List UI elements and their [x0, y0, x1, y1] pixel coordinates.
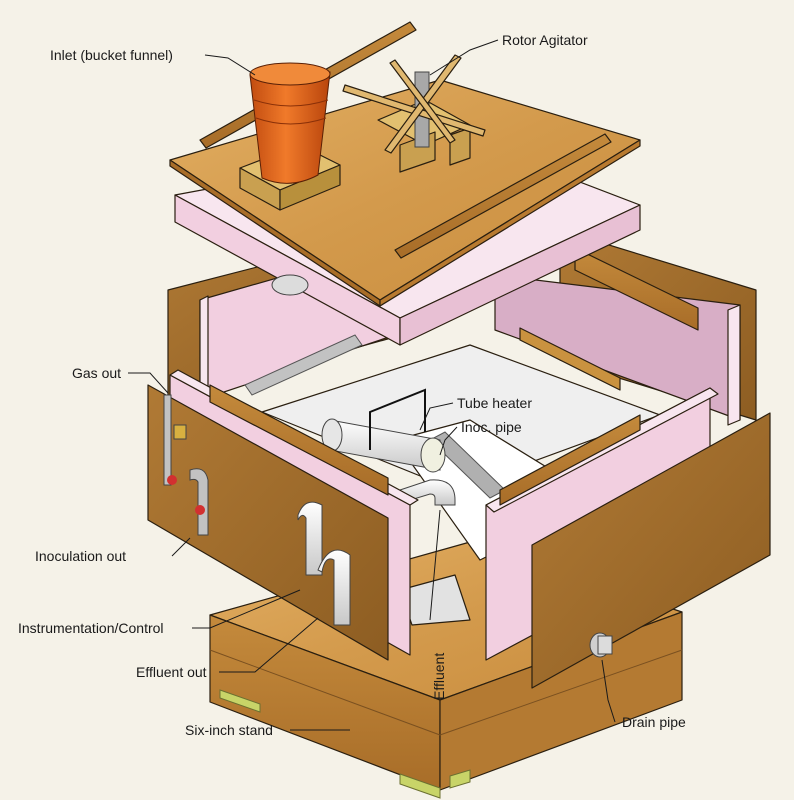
bucket-funnel — [239, 62, 341, 211]
label-instrumentation-control: Instrumentation/Control — [18, 620, 164, 636]
label-rotor-agitator: Rotor Agitator — [502, 32, 588, 48]
batten-back-right — [519, 247, 699, 391]
batten-front-left — [209, 384, 389, 496]
tube-heater — [321, 388, 446, 473]
label-effluent-out: Effluent out — [136, 664, 207, 680]
drain-pipe — [589, 632, 613, 658]
front-panel-left — [147, 384, 389, 661]
rotor-agitator — [342, 54, 486, 173]
inoculation-out-pipe — [167, 468, 209, 536]
label-drain-pipe: Drain pipe — [622, 714, 686, 730]
batten-front-right — [499, 414, 641, 506]
label-inoculation-out: Inoculation out — [35, 548, 126, 564]
label-six-inch-stand: Six-inch stand — [185, 722, 273, 738]
front-panel-right — [531, 412, 771, 689]
label-effluent: Effluent — [431, 653, 447, 700]
label-inoc-pipe: Inoc. pipe — [461, 419, 522, 435]
label-tube-heater: Tube heater — [457, 395, 532, 411]
instrumentation-pipes — [297, 501, 351, 626]
label-inlet: Inlet (bucket funnel) — [50, 47, 173, 63]
leader-lines — [128, 39, 616, 731]
label-gas-out: Gas out — [72, 365, 121, 381]
gas-out-pipe — [163, 394, 187, 486]
